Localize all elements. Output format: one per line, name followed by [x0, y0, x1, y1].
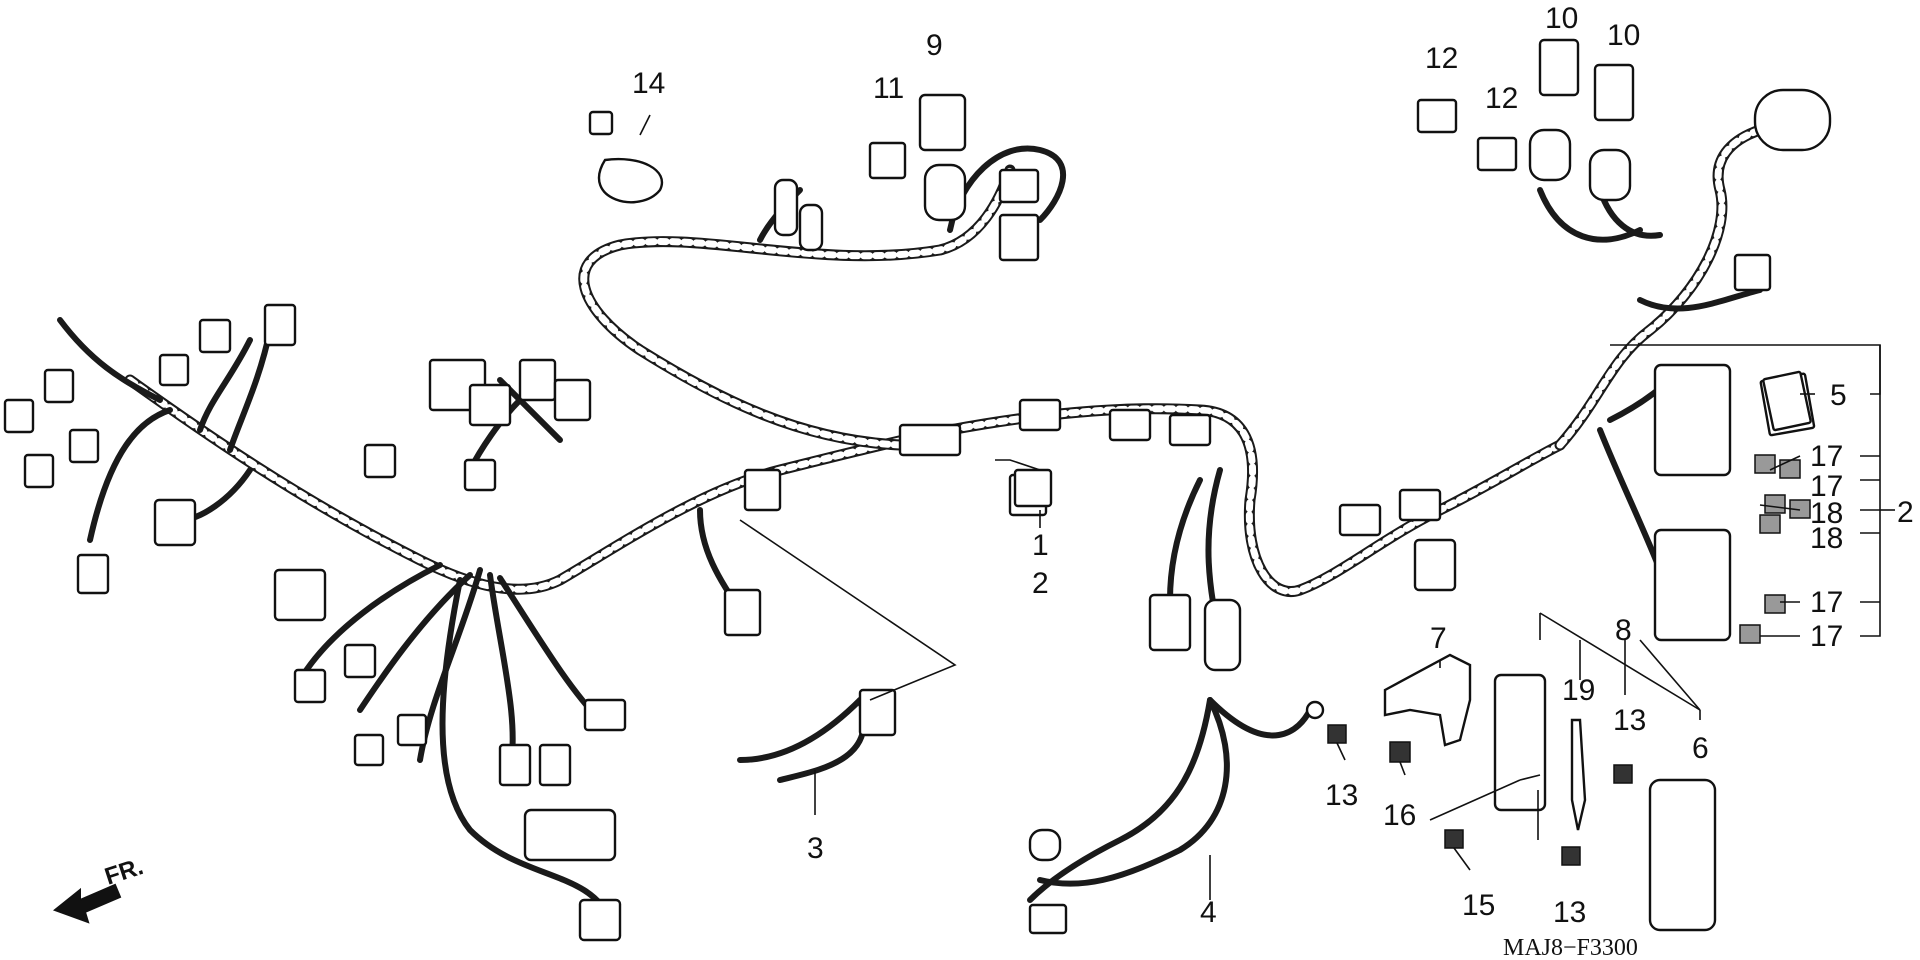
- front-direction-arrow: FR.: [52, 853, 147, 924]
- upper-connectors: [773, 88, 1832, 292]
- callout-13c: 13: [1553, 896, 1586, 929]
- isolated-parts: [588, 38, 1812, 935]
- callout-13a: 13: [1325, 779, 1358, 812]
- callout-17b: 17: [1810, 470, 1843, 503]
- callout-17d: 17: [1810, 620, 1843, 653]
- left-connectors: [3, 303, 627, 942]
- callout-12a: 12: [1425, 42, 1458, 75]
- bolt-13a: [1327, 724, 1347, 761]
- callout-1: 1: [1032, 529, 1049, 562]
- callout-17c: 17: [1810, 586, 1843, 619]
- bolt-13c: [1561, 846, 1581, 866]
- callout-2a: 2: [1032, 567, 1049, 600]
- direction-label: FR.: [102, 853, 147, 891]
- callout-4: 4: [1200, 896, 1217, 929]
- callout-19: 19: [1562, 674, 1595, 707]
- callout-10a: 10: [1545, 2, 1578, 35]
- callout-7: 7: [1430, 622, 1447, 655]
- callout-5: 5: [1830, 379, 1847, 412]
- fuse-box-area: [1653, 363, 1816, 642]
- callout-16: 16: [1383, 799, 1416, 832]
- main-wire-harness: [124, 124, 1766, 597]
- callout-9: 9: [926, 29, 943, 62]
- callout-17a: 17: [1810, 440, 1843, 473]
- bolt-13b: [1613, 764, 1633, 784]
- callout-10b: 10: [1607, 19, 1640, 52]
- callout-14: 14: [632, 67, 665, 100]
- callout-8: 8: [1615, 614, 1632, 647]
- center-connectors: [428, 358, 1457, 737]
- callout-11: 11: [873, 72, 904, 105]
- bolt-15: [1444, 829, 1471, 871]
- drawing-code: MAJ8−F3300: [1503, 935, 1638, 960]
- callout-12b: 12: [1485, 82, 1518, 115]
- callout-2b: 2: [1897, 496, 1914, 529]
- callout-6: 6: [1692, 732, 1709, 765]
- callout-numbers: 14 11 9 12 12 10 10 5 17 17 18 18 2 17 1…: [632, 2, 1914, 929]
- callout-18a: 18: [1810, 497, 1843, 530]
- callout-18b: 18: [1810, 522, 1843, 555]
- callout-13b: 13: [1613, 704, 1646, 737]
- bolt-16: [1389, 741, 1411, 776]
- callout-15: 15: [1462, 889, 1495, 922]
- callout-3: 3: [807, 832, 824, 865]
- leader-lines: [639, 114, 1895, 900]
